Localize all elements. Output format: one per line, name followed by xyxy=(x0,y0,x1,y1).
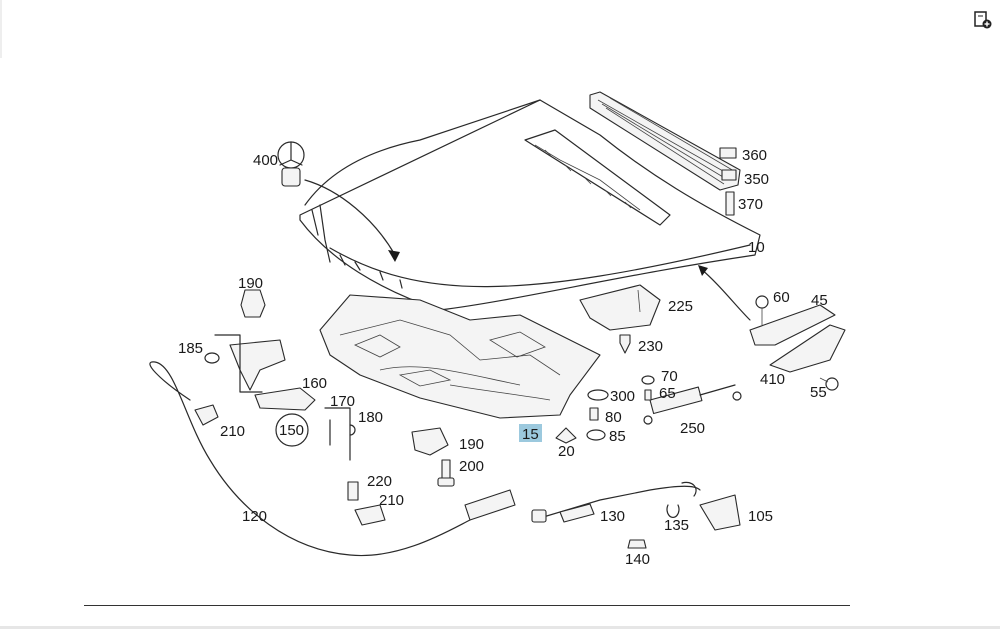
callout-220[interactable]: 220 xyxy=(367,473,392,490)
release-cable-130 xyxy=(539,485,701,519)
hood-star-ornament xyxy=(277,141,400,262)
callout-225[interactable]: 225 xyxy=(668,298,693,315)
callout-55[interactable]: 55 xyxy=(810,384,827,401)
callout-65[interactable]: 65 xyxy=(659,385,676,402)
callout-210b[interactable]: 210 xyxy=(379,492,404,509)
callout-20[interactable]: 20 xyxy=(558,443,575,460)
callout-350[interactable]: 350 xyxy=(744,171,769,188)
plug-80 xyxy=(589,407,599,421)
bracket-105 xyxy=(699,494,741,531)
callout-185[interactable]: 185 xyxy=(178,340,203,357)
callout-410[interactable]: 410 xyxy=(760,371,785,388)
callout-190b[interactable]: 190 xyxy=(459,436,484,453)
add-to-cart-button[interactable] xyxy=(972,9,994,31)
callout-300[interactable]: 300 xyxy=(610,388,635,405)
hood-insulation xyxy=(319,294,601,419)
screw-370 xyxy=(725,191,735,216)
bracket-225 xyxy=(579,284,661,331)
callout-140[interactable]: 140 xyxy=(625,551,650,568)
bolt-220 xyxy=(347,481,359,501)
clip-135 xyxy=(666,504,680,518)
cowl-grille xyxy=(589,91,741,191)
diagram-baseline xyxy=(84,605,850,606)
gas-strut xyxy=(643,384,742,425)
highlight-15 xyxy=(519,424,542,442)
bottom-bar xyxy=(0,626,1000,629)
callout-170[interactable]: 170 xyxy=(330,393,355,410)
callout-370[interactable]: 370 xyxy=(738,196,763,213)
callout-230[interactable]: 230 xyxy=(638,338,663,355)
clip-20 xyxy=(555,427,577,444)
callout-45[interactable]: 45 xyxy=(811,292,828,309)
callout-200[interactable]: 200 xyxy=(459,458,484,475)
callout-85[interactable]: 85 xyxy=(609,428,626,445)
callout-80[interactable]: 80 xyxy=(605,409,622,426)
callout-180[interactable]: 180 xyxy=(358,409,383,426)
callout-150[interactable]: 150 xyxy=(279,422,304,439)
callout-135[interactable]: 135 xyxy=(664,517,689,534)
pad-350 xyxy=(721,169,737,181)
hood-hinge xyxy=(749,295,846,391)
clip-140 xyxy=(627,539,647,549)
clip-360 xyxy=(719,147,737,159)
seal-300 xyxy=(587,389,609,401)
cable-bracket xyxy=(464,489,516,521)
callout-250[interactable]: 250 xyxy=(680,420,705,437)
left-edge xyxy=(0,0,2,58)
callout-70[interactable]: 70 xyxy=(661,368,678,385)
callout-10[interactable]: 10 xyxy=(748,239,765,256)
callout-130[interactable]: 130 xyxy=(600,508,625,525)
washer-70 xyxy=(641,375,655,385)
release-cable-120 xyxy=(149,361,471,557)
callout-210a[interactable]: 210 xyxy=(220,423,245,440)
clip-210b xyxy=(354,504,386,526)
washer-85 xyxy=(586,429,606,441)
screw-65 xyxy=(644,389,652,401)
callout-190a[interactable]: 190 xyxy=(238,275,263,292)
callout-400[interactable]: 400 xyxy=(253,152,278,169)
clip-230 xyxy=(619,334,631,354)
callout-120[interactable]: 120 xyxy=(242,508,267,525)
callout-360[interactable]: 360 xyxy=(742,147,767,164)
hood-latch-center xyxy=(411,427,455,487)
callout-160[interactable]: 160 xyxy=(302,375,327,392)
arrow-10 xyxy=(699,267,751,321)
hood xyxy=(299,99,761,311)
hood-lock-left xyxy=(194,289,356,461)
add-to-cart-doc-icon xyxy=(974,11,992,29)
callout-60[interactable]: 60 xyxy=(773,289,790,306)
callout-15[interactable]: 15 xyxy=(522,426,539,443)
callout-105[interactable]: 105 xyxy=(748,508,773,525)
